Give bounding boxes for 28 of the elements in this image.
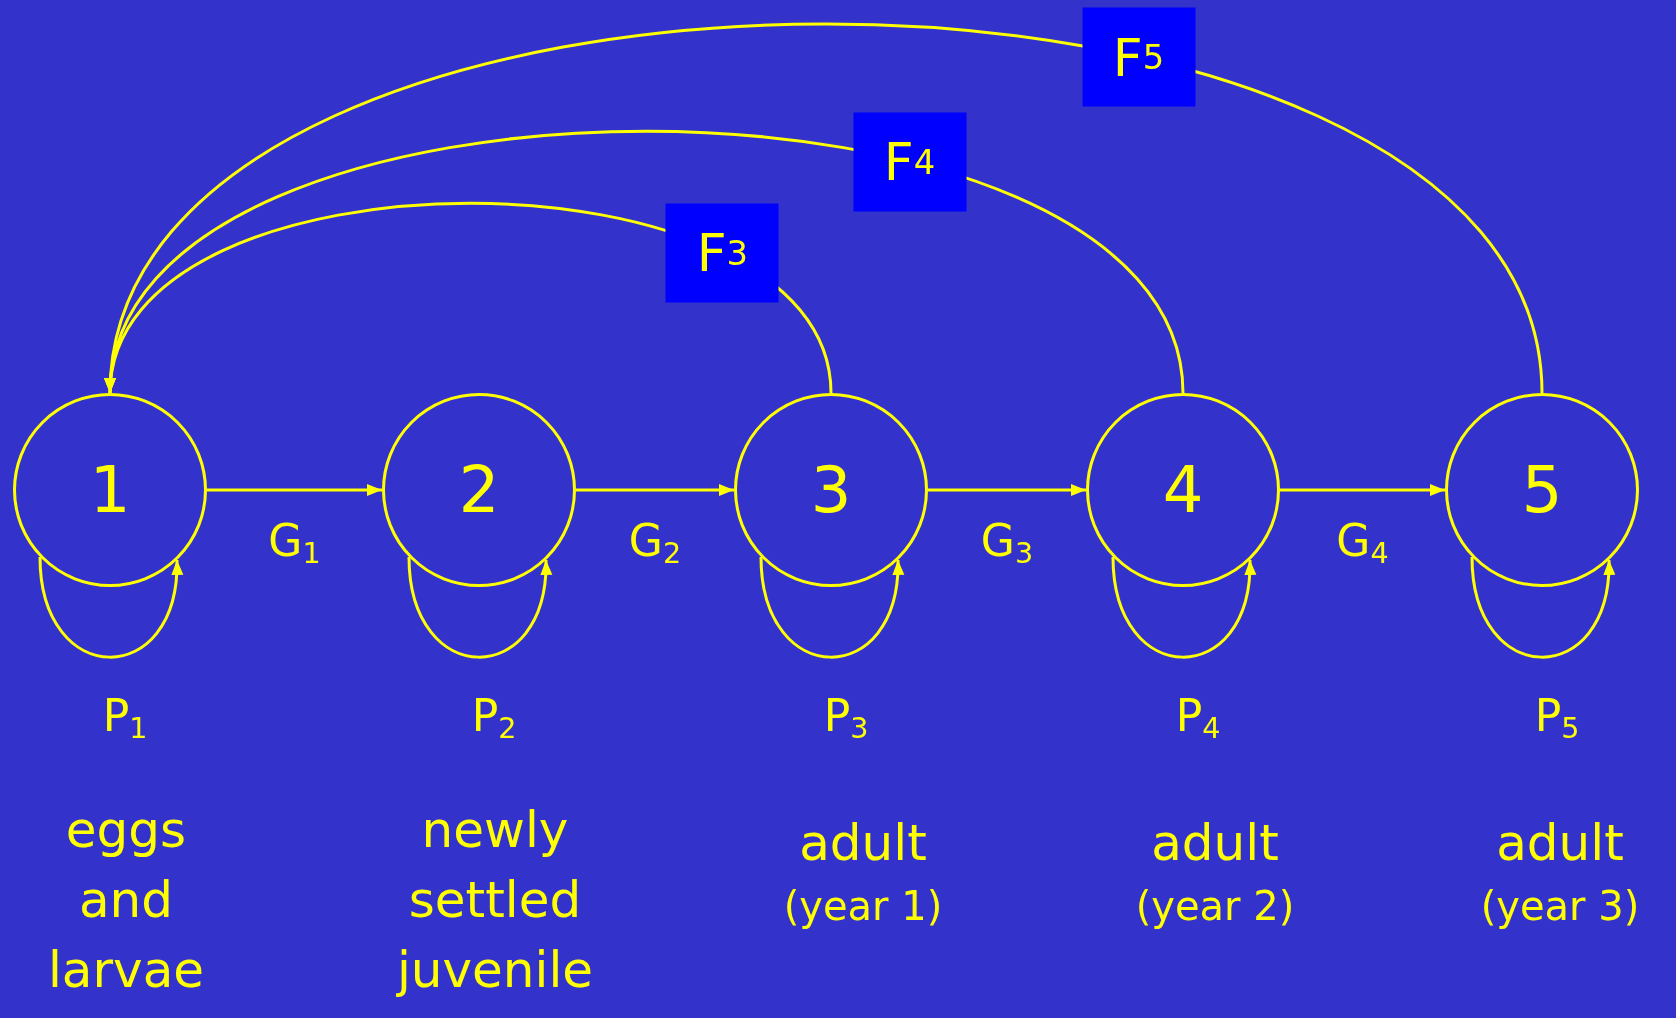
stage-year: (year 3) bbox=[1479, 882, 1641, 931]
stage-year: (year 1) bbox=[782, 882, 944, 931]
arrow bbox=[1111, 556, 1255, 659]
arrow bbox=[576, 484, 734, 496]
state-number: 3 bbox=[810, 458, 852, 522]
stage-name: adult bbox=[798, 813, 928, 874]
arrow bbox=[38, 556, 182, 659]
state-circle bbox=[1086, 393, 1280, 587]
arrow bbox=[1470, 556, 1614, 659]
stage-name: adult bbox=[1495, 813, 1625, 874]
stage-name: newly settled juvenile bbox=[395, 800, 595, 1001]
arrow bbox=[407, 556, 551, 659]
state-circle bbox=[1445, 393, 1639, 587]
state-number: 4 bbox=[1162, 458, 1204, 522]
arrow bbox=[928, 484, 1086, 496]
stage-name: eggs and larvae bbox=[46, 800, 206, 1001]
state-circle bbox=[382, 393, 576, 587]
state-circle bbox=[13, 393, 207, 587]
arrow bbox=[207, 484, 382, 496]
stage-year: (year 2) bbox=[1134, 882, 1296, 931]
state-circle bbox=[734, 393, 928, 587]
stage-name: adult bbox=[1150, 813, 1280, 874]
arrow bbox=[107, 23, 1544, 394]
arrow bbox=[759, 556, 903, 659]
state-number: 2 bbox=[458, 458, 500, 522]
state-number: 5 bbox=[1521, 458, 1563, 522]
state-number: 1 bbox=[89, 458, 131, 522]
arrow bbox=[1280, 484, 1445, 496]
